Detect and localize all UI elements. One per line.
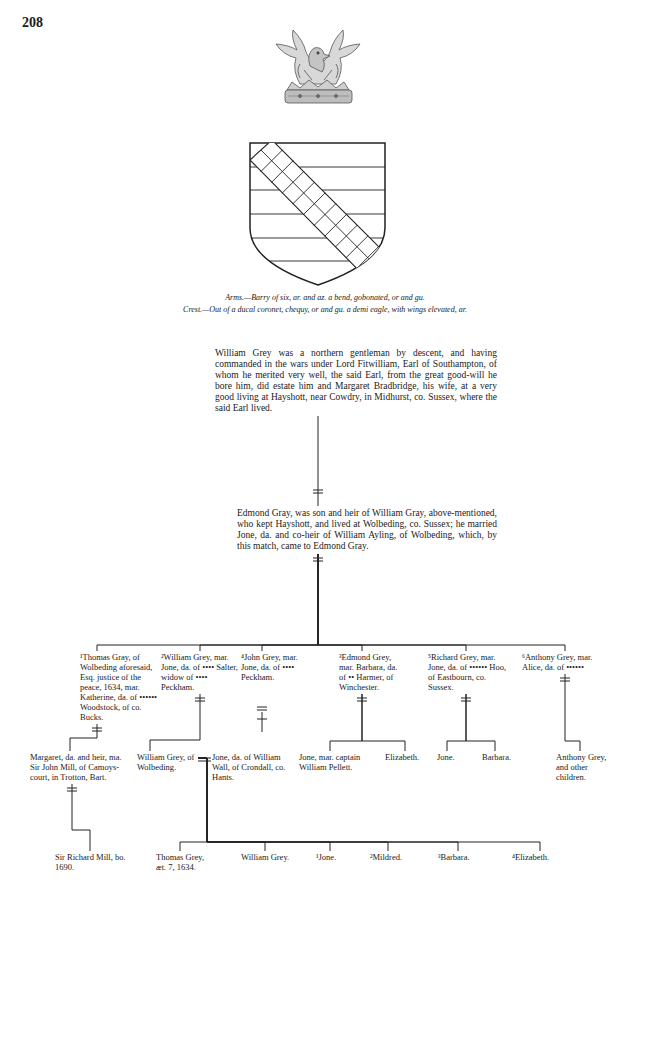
descent-line [330,694,362,751]
entry-text: ⁶Anthony Grey, mar. Alice, da. of •••••• [522,652,602,672]
pedigree-entry: ⁴Elizabeth. [512,852,568,862]
marriage-sign [313,558,323,561]
entry-text: William Grey was a northern gentleman by… [215,348,497,414]
entry-text: Jone. [437,752,461,762]
pedigree-entry: Jone, mar. captain William Pellett. [299,752,379,772]
crest-eagle [276,30,360,84]
marriage-sign [195,698,205,701]
pedigree-entry: Elizabeth. [385,752,427,762]
entry-text: Edmond Gray, was son and heir of William… [237,508,497,552]
descent-line [318,554,362,651]
descent-line [150,694,200,751]
pedigree-entry: William Grey was a northern gentleman by… [215,348,497,414]
pedigree-entry: ⁶Anthony Grey, mar. Alice, da. of •••••• [522,652,602,672]
pedigree-entry: ⁵Richard Grey, mar. Jone, da. of •••••• … [428,652,512,692]
marriage-sign [92,728,102,731]
pedigree-entry: Thomas Grey, æt. 7, 1634. [156,852,212,872]
pedigree-entry: ⁴John Grey, mar. Jone, da. of •••• Peckh… [241,652,303,682]
descent-line [72,784,90,851]
ducal-coronet [285,80,352,103]
descent-line [180,758,207,851]
page-number: 208 [22,14,82,31]
descent-line [565,674,580,751]
pedigree-entry: Margaret, da. and heir, ma. Sir John Mil… [30,752,132,782]
descent-line [200,554,318,651]
descent-line [97,554,318,651]
blazon-text: Crest.—Out of a ducal coronet, chequy, o… [175,304,475,315]
pedigree-entry: ²Mildred. [370,852,414,862]
shield [250,140,400,290]
entry-text: ⁴Elizabeth. [512,852,568,862]
pedigree-entry: ¹Thomas Gray, of Wolbeding aforesaid, Es… [80,652,158,722]
entry-text: Jone, mar. captain William Pellett. [299,752,379,772]
descent-line [318,554,565,651]
entry-text: ¹Thomas Gray, of Wolbeding aforesaid, Es… [80,652,158,722]
pedigree-entry: Anthony Grey, and other children. [556,752,618,782]
marriage-sign [313,490,323,493]
entry-text: ⁵Richard Grey, mar. Jone, da. of •••••• … [428,652,512,692]
entry-text: ²Mildred. [370,852,414,862]
entry-text: Sir Richard Mill, bo. 1690. [55,852,133,872]
marriage-sign [461,698,471,701]
death-cross [257,707,267,732]
marriage-sign [198,761,211,762]
pedigree-entry: Jone. [437,752,461,762]
pedigree-entry: Barbara. [482,752,522,762]
marriage-sign [560,678,570,681]
pedigree-entry: Edmond Gray, was son and heir of William… [237,508,497,552]
entry-text: Anthony Grey, and other children. [556,752,618,782]
blazon-text: Arms.—Barry of six, ar. and az. a bend, … [150,292,500,303]
descent-line [362,694,405,751]
entry-text: William Grey, of Wolbeding. [137,752,197,772]
entry-text: Elizabeth. [385,752,427,762]
pedigree-entry: William Grey. [241,852,297,862]
entry-text: Margaret, da. and heir, ma. Sir John Mil… [30,752,132,782]
marriage-sign [357,698,367,701]
pedigree-entry: ¹Jone. [316,852,350,862]
entry-text: ⁴John Grey, mar. Jone, da. of •••• Peckh… [241,652,303,682]
pedigree-entry: ³Barbara. [438,852,484,862]
pedigree-entry: ²William Grey, mar. Jone, da. of •••• Sa… [161,652,239,692]
entry-text: ³Barbara. [438,852,484,862]
descent-line [318,554,466,651]
entry-text: William Grey. [241,852,297,862]
descent-line [466,694,495,751]
pedigree-entry: Sir Richard Mill, bo. 1690. [55,852,133,872]
pedigree-entry: ³Edmond Grey, mar. Barbara, da. of •• Ha… [339,652,405,692]
entry-text: ¹Jone. [316,852,350,862]
pedigree-entry: William Grey, of Wolbeding. [137,752,197,772]
entry-text: ²William Grey, mar. Jone, da. of •••• Sa… [161,652,239,692]
entry-text: Thomas Grey, æt. 7, 1634. [156,852,212,872]
entry-text: Jone, da. of William Wall, of Crondall, … [212,752,297,782]
descent-line [262,554,318,651]
pedigree-entry: Jone, da. of William Wall, of Crondall, … [212,752,297,782]
entry-text: Barbara. [482,752,522,762]
entry-text: ³Edmond Grey, mar. Barbara, da. of •• Ha… [339,652,405,692]
descent-line [447,694,466,751]
marriage-sign [67,788,77,791]
